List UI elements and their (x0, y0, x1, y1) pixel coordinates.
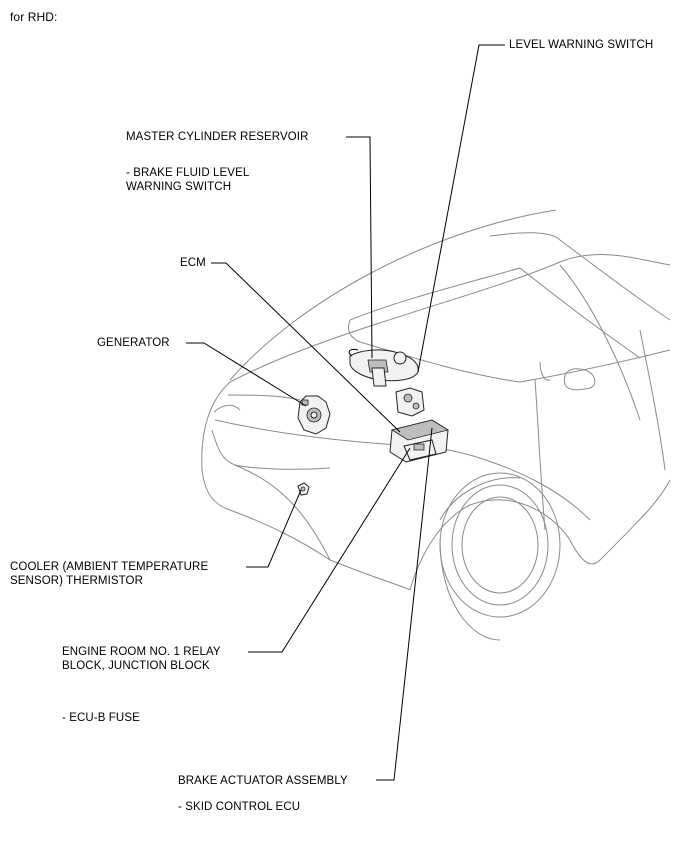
master-cylinder-component (348, 349, 419, 387)
label-brake-fluid-level-line1: - BRAKE FLUID LEVEL (126, 167, 250, 179)
label-engine-room-line1: ENGINE ROOM NO. 1 RELAY (62, 646, 221, 658)
car-outline (201, 209, 671, 591)
leader-ecm (211, 262, 401, 433)
label-cooler-line2: SENSOR) THERMISTOR (10, 575, 143, 587)
leader-engine-room-relay (248, 447, 411, 653)
label-ecu-b-fuse: - ECU-B FUSE (62, 712, 140, 724)
page-heading: for RHD: (10, 10, 58, 24)
leader-level-warning-switch (417, 44, 505, 373)
front-wheel (439, 472, 561, 641)
label-skid-control-ecu: - SKID CONTROL ECU (178, 801, 301, 813)
brake-actuator-component (395, 387, 425, 417)
label-brake-fluid-level-line2: WARNING SWITCH (126, 181, 232, 193)
label-master-cylinder-reservoir: MASTER CYLINDER RESERVOIR (126, 131, 309, 143)
leader-lines (186, 44, 505, 781)
label-brake-actuator-assembly: BRAKE ACTUATOR ASSEMBLY (178, 775, 348, 787)
leader-cooler-thermistor (246, 489, 302, 568)
relay-block-component (389, 419, 450, 463)
label-level-warning-switch: LEVEL WARNING SWITCH (509, 39, 654, 51)
leader-master-cylinder (346, 136, 373, 359)
label-generator: GENERATOR (97, 337, 170, 349)
thermistor-component (297, 482, 310, 496)
label-ecm: ECM (180, 257, 206, 269)
generator-component (297, 395, 331, 435)
label-engine-room-line2: BLOCK, JUNCTION BLOCK (62, 660, 210, 672)
leader-brake-actuator (376, 427, 433, 781)
leader-generator (186, 342, 307, 407)
label-cooler-line1: COOLER (AMBIENT TEMPERATURE (10, 561, 209, 573)
